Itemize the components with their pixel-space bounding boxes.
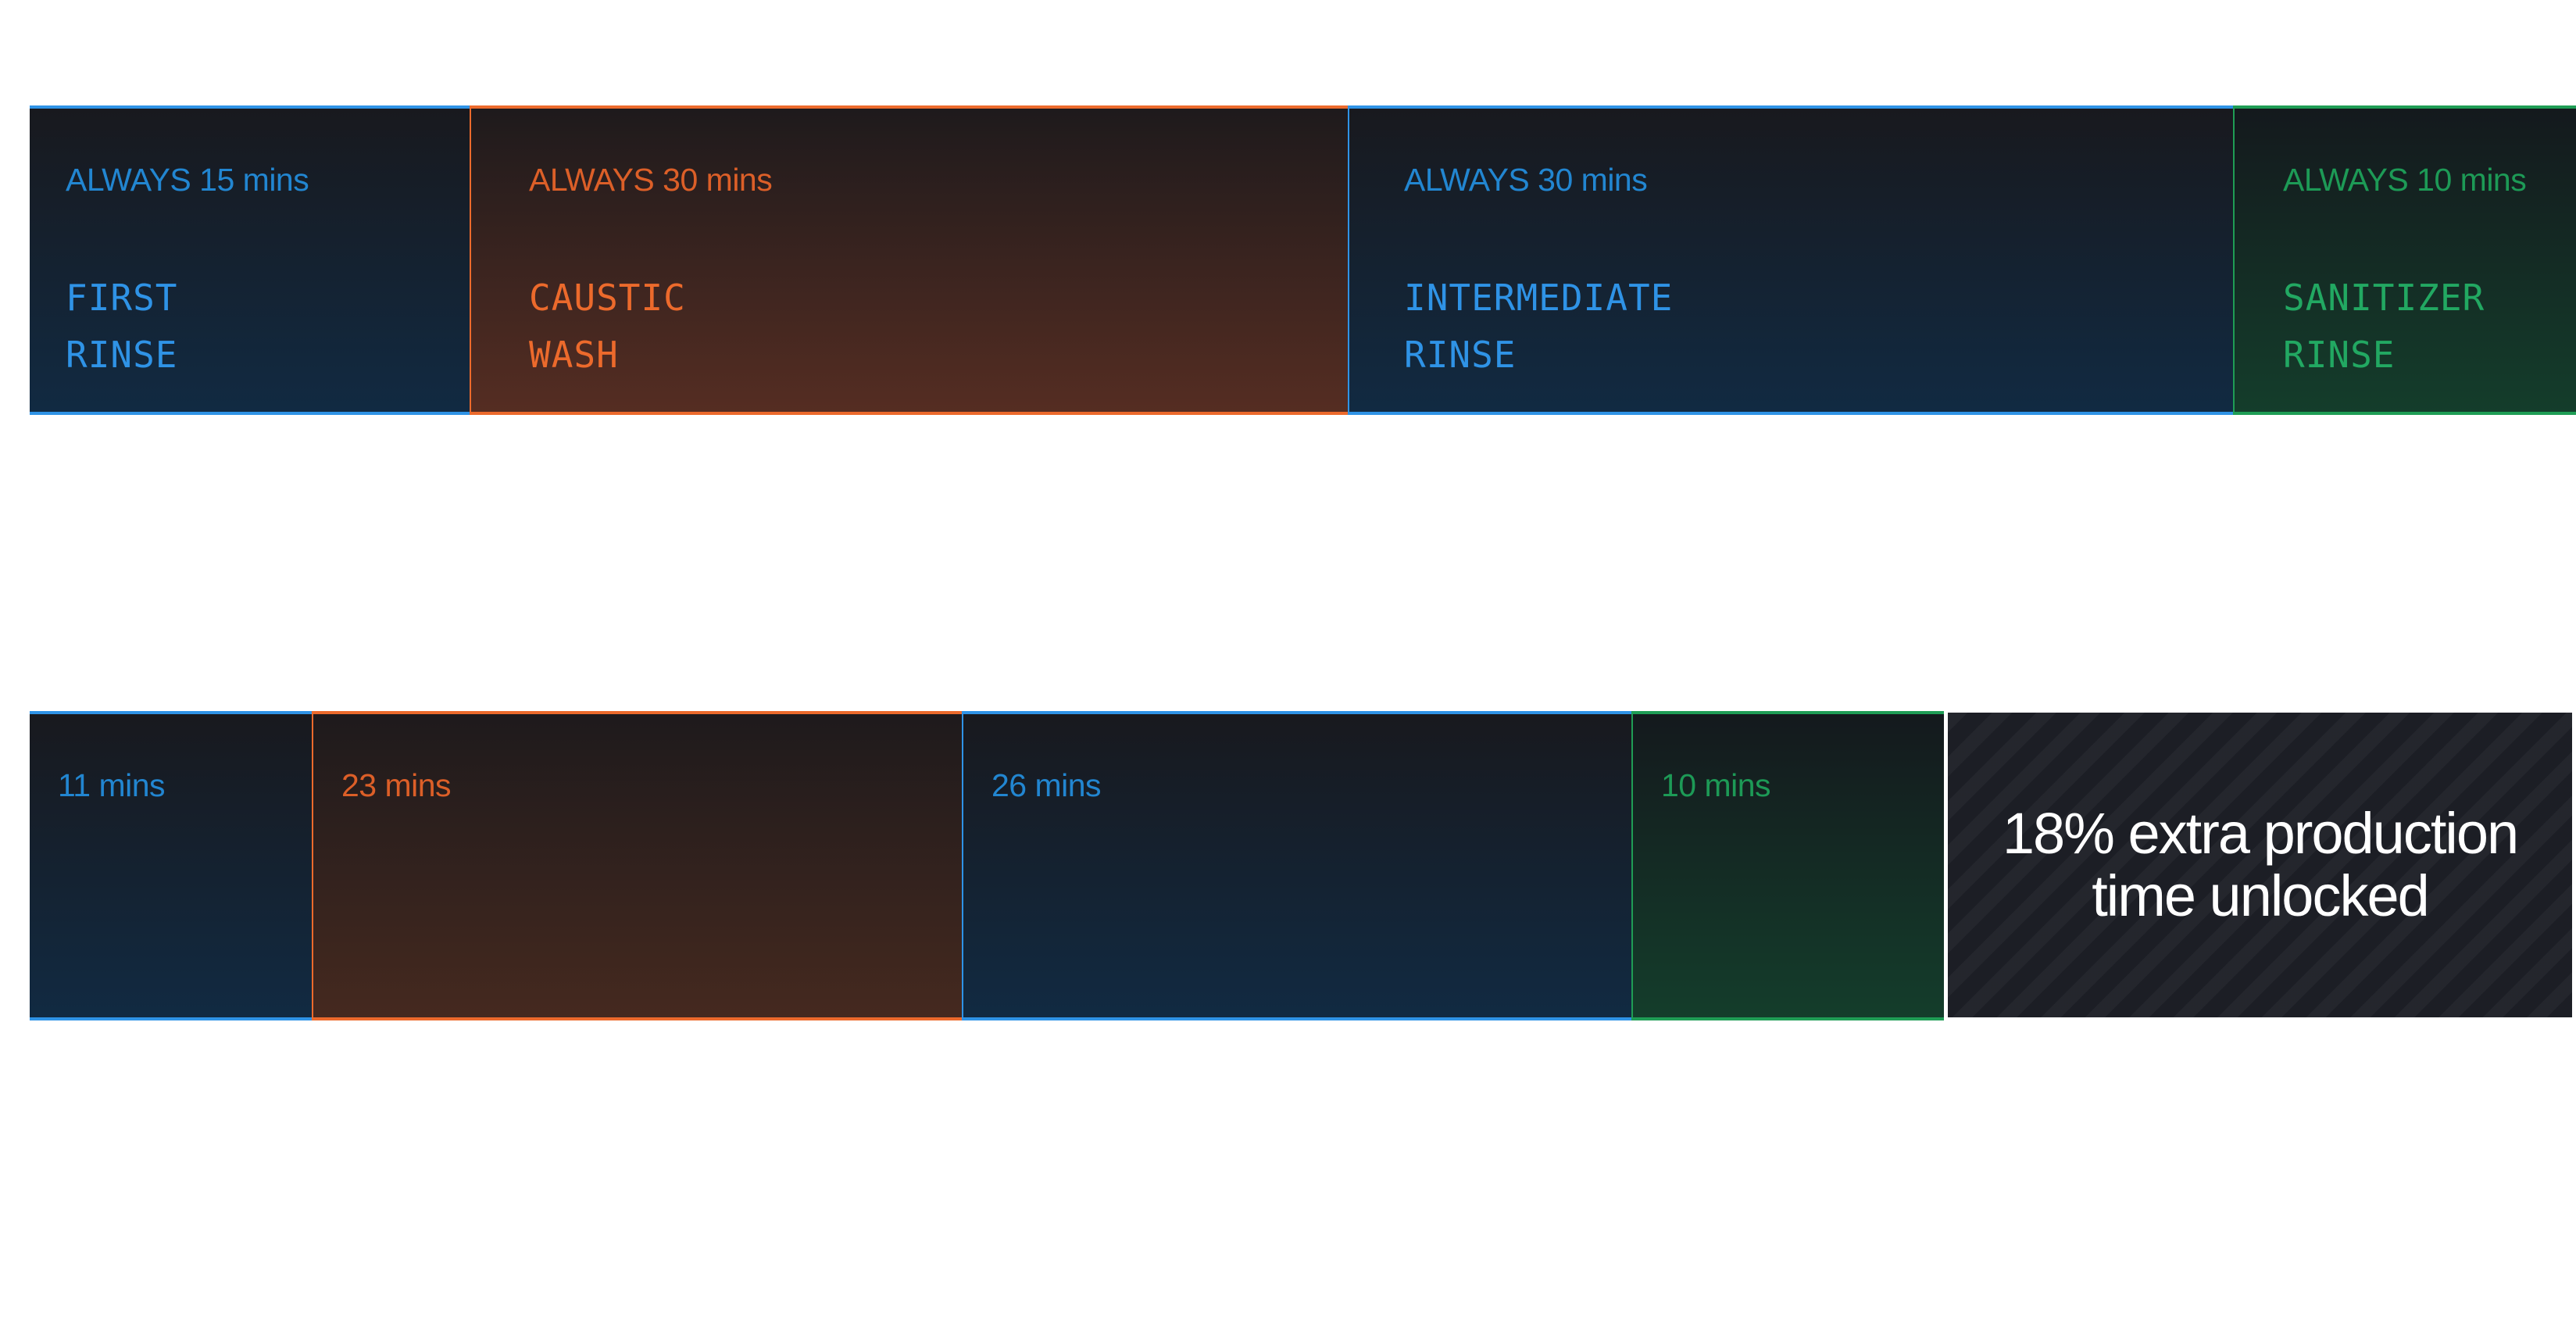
step-duration: 10 mins [1661, 767, 1771, 803]
step-sanitizer-rinse-optimized: 10 mins [1631, 711, 1944, 1020]
extra-time-callout: 18% extra production time unlocked [1948, 713, 2572, 1017]
fixed-cycle-timeline: ALWAYS 15 mins FIRST RINSE ALWAYS 30 min… [30, 105, 2576, 415]
step-duration: ALWAYS 15 mins [66, 162, 309, 198]
step-duration: ALWAYS 30 mins [1404, 162, 1648, 198]
step-intermediate-rinse: ALWAYS 30 mins INTERMEDIATE RINSE [1348, 105, 2233, 415]
step-caustic-wash-optimized: 23 mins [312, 711, 962, 1020]
step-sanitizer-rinse: ALWAYS 10 mins SANITIZER RINSE [2233, 105, 2576, 415]
extra-time-label: 18% extra production time unlocked [2002, 801, 2519, 928]
step-intermediate-rinse-optimized: 26 mins [962, 711, 1631, 1020]
step-name: SANITIZER RINSE [2283, 277, 2485, 376]
optimized-cycle-timeline: 11 mins 23 mins 26 mins 10 mins [30, 711, 2576, 1020]
step-duration: ALWAYS 10 mins [2283, 162, 2527, 198]
step-duration: ALWAYS 30 mins [529, 162, 773, 198]
step-duration: 23 mins [341, 767, 452, 803]
step-first-rinse-optimized: 11 mins [30, 711, 312, 1020]
step-duration: 11 mins [58, 767, 166, 803]
step-first-rinse: ALWAYS 15 mins FIRST RINSE [30, 105, 470, 415]
step-name: INTERMEDIATE RINSE [1404, 277, 1674, 376]
step-name: FIRST RINSE [66, 277, 178, 376]
step-caustic-wash: ALWAYS 30 mins CAUSTIC WASH [470, 105, 1348, 415]
step-duration: 26 mins [991, 767, 1102, 803]
step-name: CAUSTIC WASH [529, 277, 686, 376]
